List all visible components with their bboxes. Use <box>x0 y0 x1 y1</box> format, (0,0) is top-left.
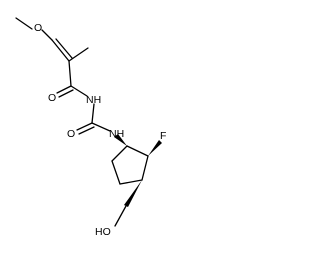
bond-o-vinyl <box>41 29 53 41</box>
bond-vinyl-double-b <box>55 38 73 59</box>
bond-n-urea <box>91 103 95 124</box>
bond-urea-nh <box>91 122 111 132</box>
bond-methyl-o <box>15 17 33 30</box>
atom-imide-nitrogen: NH <box>86 94 101 106</box>
atom-carbonyl-oxygen-1: O <box>48 92 56 104</box>
bond-c2-methyl <box>68 47 89 62</box>
molecule-diagram: O O NH O NH F HO <box>15 17 166 238</box>
bond-ring-c1-c2 <box>126 145 149 157</box>
bond-ring-c4-c5 <box>111 160 121 185</box>
bond-vinyl-double-a <box>51 39 70 62</box>
bond-ch2-oh <box>114 205 127 227</box>
wedge-c2-f <box>148 140 162 156</box>
bond-c2-carbonyl <box>68 60 72 87</box>
atom-hydroxyl: HO <box>95 226 111 238</box>
bond-carbonyl1-n <box>70 85 88 97</box>
bond-carbonyl1-double-a <box>56 85 72 94</box>
bond-ring-c2-c3 <box>141 155 149 181</box>
wedge-layer <box>114 134 162 207</box>
bond-ring-c5-c1 <box>111 145 128 162</box>
bond-layer <box>15 17 149 227</box>
bond-urea-double-b <box>78 126 95 135</box>
atom-amide-nitrogen: NH <box>109 128 124 140</box>
wedge-c3-ch2 <box>124 180 142 207</box>
bond-ring-c3-c4 <box>119 179 143 185</box>
bond-carbonyl1-double-b <box>58 89 74 98</box>
bond-urea-double-a <box>76 122 93 131</box>
atom-label-layer: O O NH O NH F HO <box>34 22 166 238</box>
atom-carbonyl-oxygen-2: O <box>67 128 75 140</box>
wedge-c1-nh <box>114 134 127 146</box>
atom-fluorine: F <box>160 130 166 142</box>
atom-methoxy-oxygen: O <box>34 22 42 34</box>
